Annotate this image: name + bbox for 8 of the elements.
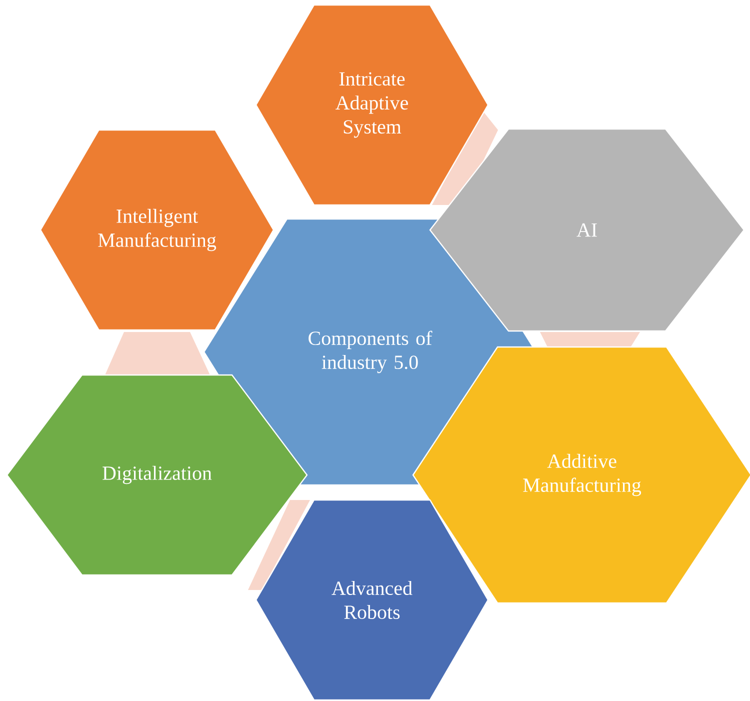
connector-band [105,332,210,375]
hexagon: Advanced Robots [255,499,489,701]
hexagon: Intelligent Manufacturing [40,129,274,331]
connector-band [248,500,310,590]
connector-band [540,332,640,348]
hexagon: Intricate Adaptive System [255,4,489,206]
hexagon: AI [429,128,745,332]
hexagon: Digitalization [6,374,308,576]
